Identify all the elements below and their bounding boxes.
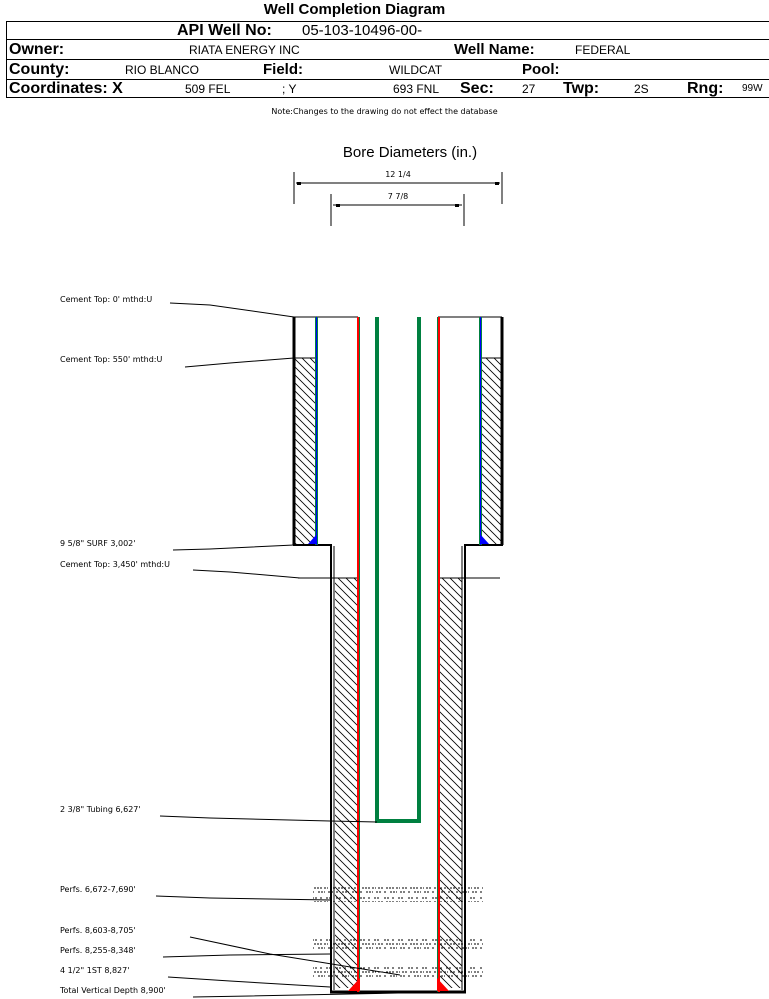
annotation-perfs-8603: Perfs. 8,603-8,705' bbox=[60, 926, 136, 935]
surface-casing bbox=[308, 317, 489, 545]
header-row-coordinates: Coordinates: X 509 FEL ; Y 693 FNL Sec: … bbox=[7, 80, 769, 97]
coord-x-label: Coordinates: X bbox=[9, 80, 123, 97]
sec-value: 27 bbox=[522, 82, 536, 96]
api-label: API Well No: bbox=[177, 22, 272, 39]
bore-diameters-title: Bore Diameters (in.) bbox=[343, 144, 477, 161]
well-name-value: FEDERAL bbox=[575, 43, 631, 57]
well-header-table: API Well No: 05-103-10496-00- Owner: RIA… bbox=[6, 21, 769, 98]
header-row-owner: Owner: RIATA ENERGY INC Well Name: FEDER… bbox=[7, 40, 769, 60]
page-title: Well Completion Diagram bbox=[263, 1, 446, 18]
county-value: RIO BLANCO bbox=[125, 63, 200, 77]
header-row-county: County: RIO BLANCO Field: WILDCAT Pool: bbox=[7, 60, 769, 80]
surface-shoe-left bbox=[308, 534, 317, 544]
owner-label: Owner: bbox=[9, 41, 65, 58]
twp-value: 2S bbox=[634, 82, 649, 96]
annotation-cement-top-3450: Cement Top: 3,450' mthd:U bbox=[60, 560, 170, 569]
surface-hole bbox=[292, 316, 504, 546]
twp-label: Twp: bbox=[563, 80, 600, 97]
tubing bbox=[375, 317, 421, 823]
sec-label: Sec: bbox=[460, 80, 494, 97]
owner-value: RIATA ENERGY INC bbox=[189, 43, 300, 57]
bore-dimension-12-1-4: 12 1/4 bbox=[293, 170, 503, 204]
database-note: Note:Changes to the drawing do not effec… bbox=[271, 107, 498, 116]
api-value: 05-103-10496-00- bbox=[302, 22, 423, 39]
pool-label: Pool: bbox=[522, 61, 560, 78]
annotation-perfs-8255: Perfs. 8,255-8,348' bbox=[60, 946, 136, 955]
surface-shoe-right bbox=[480, 534, 489, 544]
annotation-surface-casing: 9 5/8" SURF 3,002' bbox=[60, 539, 135, 548]
cement-production-right bbox=[440, 578, 462, 988]
annotation-total-depth: Total Vertical Depth 8,900' bbox=[59, 986, 166, 995]
bore-diameter-1: 12 1/4 bbox=[385, 170, 411, 179]
annotations: Cement Top: 0' mthd:U Cement Top: 550' m… bbox=[59, 295, 401, 998]
perf-zone-2 bbox=[313, 938, 483, 952]
production-shoe-right bbox=[437, 978, 449, 991]
annotation-cement-top-550: Cement Top: 550' mthd:U bbox=[60, 355, 162, 364]
cement-surface-left bbox=[294, 358, 315, 544]
annotation-production-casing: 4 1/2" 1ST 8,827' bbox=[60, 966, 129, 975]
county-label: County: bbox=[9, 61, 70, 78]
production-shoe-left bbox=[348, 978, 360, 991]
bore-diameter-2: 7 7/8 bbox=[388, 192, 409, 201]
bore-dimension-7-7-8: 7 7/8 bbox=[330, 192, 465, 226]
annotation-perfs-6672: Perfs. 6,672-7,690' bbox=[60, 885, 136, 894]
production-casing bbox=[348, 317, 449, 992]
perf-zone-1 bbox=[313, 886, 483, 902]
header-row-api: API Well No: 05-103-10496-00- bbox=[7, 22, 769, 40]
perf-zone-3 bbox=[313, 964, 483, 978]
field-value: WILDCAT bbox=[389, 63, 443, 77]
cement-surface-right bbox=[482, 358, 501, 544]
production-hole bbox=[298, 546, 500, 994]
well-name-label: Well Name: bbox=[454, 41, 535, 58]
cement-production-left bbox=[335, 578, 357, 988]
coord-y-label: ; Y bbox=[282, 82, 297, 96]
field-label: Field: bbox=[263, 61, 303, 78]
annotation-tubing: 2 3/8" Tubing 6,627' bbox=[60, 805, 141, 814]
rng-label: Rng: bbox=[687, 80, 724, 97]
coord-y-value: 693 FNL bbox=[393, 82, 440, 96]
annotation-cement-top-0: Cement Top: 0' mthd:U bbox=[60, 295, 152, 304]
rng-value: 99W bbox=[742, 83, 763, 94]
coord-x-value: 509 FEL bbox=[185, 82, 231, 96]
